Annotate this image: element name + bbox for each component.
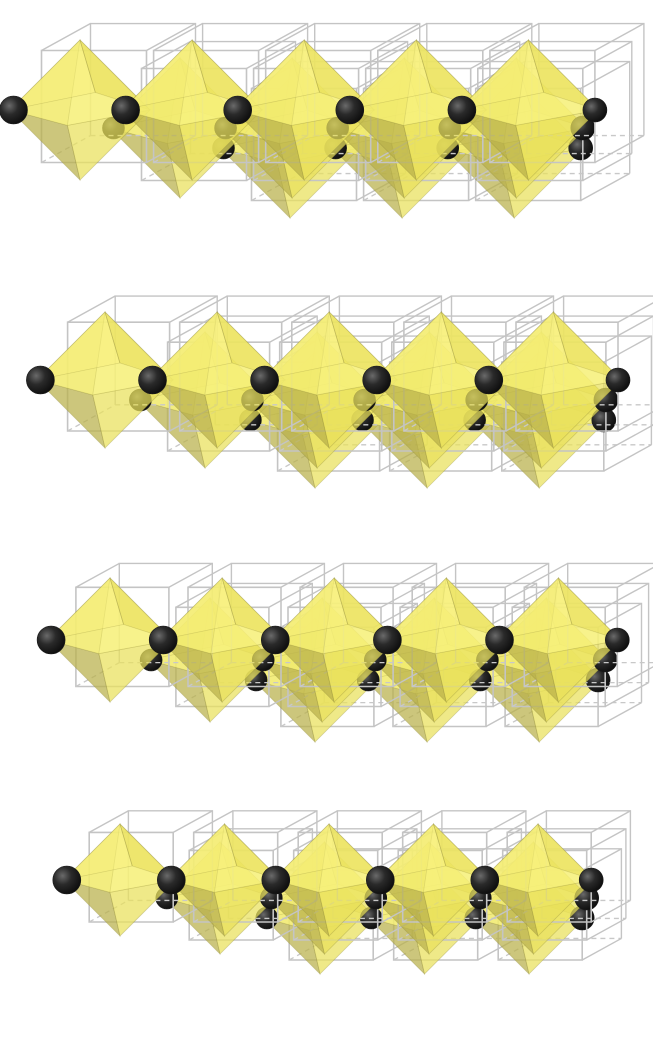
layer-row: [26, 296, 653, 448]
layer-row: [0, 24, 644, 180]
layer-4: [53, 811, 631, 974]
layer-row: [53, 811, 631, 936]
atom: [475, 366, 503, 394]
atom: [448, 96, 476, 124]
unit-cell-edge: [169, 563, 212, 587]
layer-row: [37, 563, 653, 702]
layer-3: [37, 563, 653, 742]
unit-cell-edge: [595, 24, 644, 51]
atom: [37, 626, 65, 654]
atom: [112, 96, 140, 124]
atom: [336, 96, 364, 124]
atom: [373, 626, 401, 654]
atom: [579, 868, 603, 892]
atom: [486, 626, 514, 654]
atom: [262, 866, 290, 894]
unit-cell-edge: [173, 811, 212, 833]
layer-1: [0, 24, 644, 218]
atom: [224, 96, 252, 124]
atom: [366, 866, 394, 894]
unit-cell-edge: [582, 849, 621, 871]
atom: [251, 366, 279, 394]
atom: [583, 98, 607, 122]
unit-cell-edge: [618, 296, 653, 322]
atom: [605, 628, 629, 652]
unit-cell-edge: [582, 938, 621, 960]
atom: [471, 866, 499, 894]
atom: [139, 366, 167, 394]
layer-2: [26, 296, 653, 488]
unit-cell-edge: [595, 136, 644, 163]
unit-cell-edge: [618, 405, 653, 431]
atom: [261, 626, 289, 654]
atom: [53, 866, 81, 894]
atom: [606, 368, 630, 392]
atom: [363, 366, 391, 394]
atom: [0, 96, 28, 124]
atom: [157, 866, 185, 894]
atom: [149, 626, 177, 654]
atom: [26, 366, 54, 394]
